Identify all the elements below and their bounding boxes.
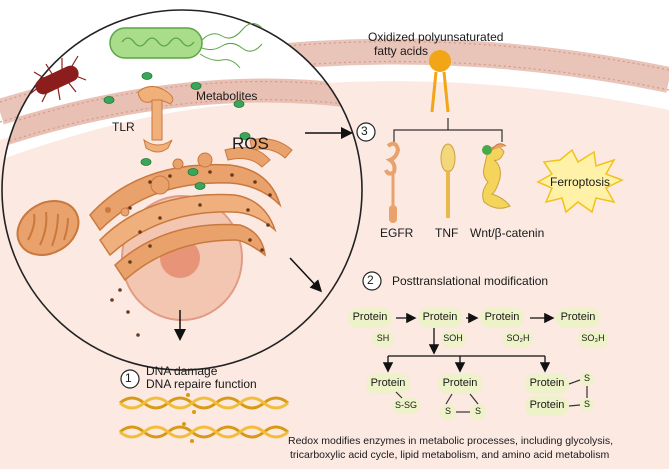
mitochondrion — [16, 200, 80, 256]
mod-so2h: SO₂H — [506, 333, 530, 343]
label-ptm: Posttranslational modification — [392, 274, 549, 288]
step3-number: 3 — [361, 124, 368, 138]
mod-so3h: SO₃H — [581, 333, 605, 343]
step1-number: 1 — [125, 371, 132, 385]
footer-line1: Redox modifies enzymes in metabolic proc… — [288, 435, 614, 447]
protein-so2h-label: Protein — [484, 311, 520, 323]
step2-circle — [362, 271, 382, 291]
mod-sh: SH — [376, 333, 390, 343]
mod-s-bottom: S — [583, 399, 590, 409]
step1-circle — [120, 369, 140, 389]
protein-inter-disulfide-label-a: Protein — [529, 377, 565, 389]
ferroptosis-burst — [536, 148, 624, 214]
protein-inter-disulfide-label-b: Protein — [529, 399, 565, 411]
mod-ssg: S-SG — [394, 400, 417, 410]
label-wnt: Wnt/β-catenin — [470, 226, 545, 240]
label-dna-damage: DNA damage — [146, 364, 218, 378]
mod-soh: SOH — [443, 333, 463, 343]
step2-number: 2 — [367, 273, 374, 287]
label-oxidized-line2: fatty acids — [374, 44, 429, 58]
protein-sh-label: Protein — [352, 311, 388, 323]
label-tnf: TNF — [435, 226, 459, 240]
metabolite-dots — [103, 72, 251, 190]
protein-soh-label: Protein — [422, 311, 458, 323]
fatty-acid-molecule — [429, 50, 451, 113]
label-ros: ROS — [232, 134, 269, 153]
zoom-circle-outline — [1, 9, 363, 371]
tnf-receptor — [440, 143, 456, 218]
mod-s-right: S — [474, 406, 481, 416]
red-bacterium — [29, 55, 87, 103]
label-ferroptosis: Ferroptosis — [550, 175, 611, 189]
arrow-to-step2 — [289, 257, 323, 293]
mod-s-left: S — [444, 406, 451, 416]
label-egfr: EGFR — [380, 226, 414, 240]
label-oxidized-line1: Oxidized polyunsaturated — [368, 30, 504, 44]
wnt-receptor — [482, 143, 511, 209]
label-metabolites: Metabolites — [196, 89, 258, 103]
label-dna-repair: DNA repaire function — [146, 377, 257, 391]
protein-so3h-label: Protein — [560, 311, 596, 323]
tlr-receptor — [137, 86, 174, 153]
dna-strands — [119, 396, 289, 439]
label-tlr: TLR — [112, 120, 135, 134]
footer-line2: tricarboxylic acid cycle, lipid metaboli… — [290, 449, 610, 461]
receptor-bracket — [393, 118, 503, 142]
egfr-receptor — [384, 141, 401, 223]
mod-s-top: S — [583, 373, 590, 383]
protein-intra-disulfide-label: Protein — [442, 377, 478, 389]
protein-pills — [348, 308, 608, 420]
step3-circle — [356, 122, 376, 142]
protein-ssg-label: Protein — [370, 377, 406, 389]
green-bacterium — [109, 23, 263, 69]
